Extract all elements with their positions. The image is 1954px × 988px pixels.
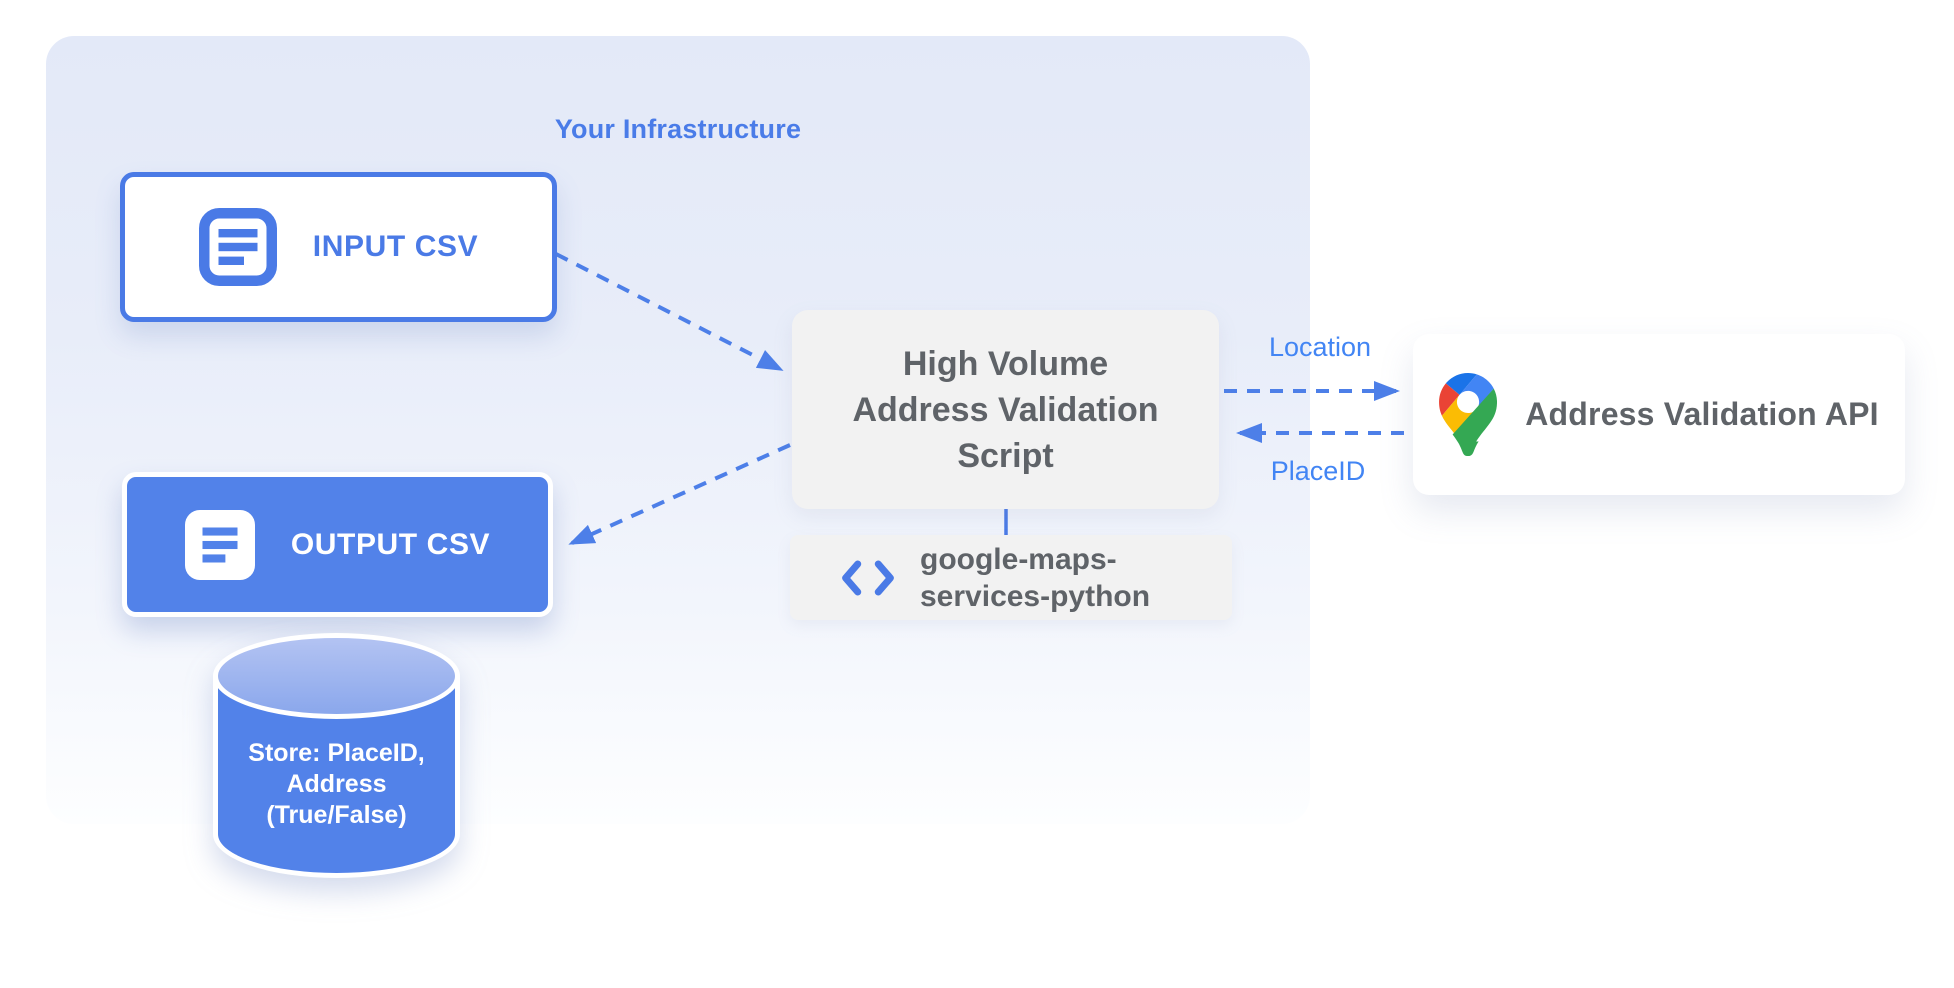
script-label: High Volume Address Validation Script xyxy=(852,344,1159,475)
output-csv-node: OUTPUT CSV xyxy=(122,472,553,617)
datastore-label: Store: PlaceID, Address (True/False) xyxy=(248,739,425,829)
cylinder-top xyxy=(213,633,460,719)
output-csv-label: OUTPUT CSV xyxy=(290,527,491,561)
infrastructure-title: Your Infrastructure xyxy=(554,114,802,144)
placeid-edge-label: PlaceID xyxy=(1270,456,1366,486)
api-node: Address Validation API xyxy=(1413,334,1905,495)
datastore-cylinder: Store: PlaceID, Address (True/False) xyxy=(213,633,460,878)
library-node: google-maps- services-python xyxy=(790,535,1232,620)
library-label: google-maps- services-python xyxy=(920,542,1151,613)
api-label: Address Validation API xyxy=(1525,396,1879,432)
input-csv-node: INPUT CSV xyxy=(120,172,557,322)
document-icon xyxy=(198,208,277,286)
script-node: High Volume Address Validation Script xyxy=(792,310,1219,509)
google-maps-pin-icon xyxy=(1439,373,1498,456)
location-edge-label: Location xyxy=(1268,332,1372,362)
input-csv-label: INPUT CSV xyxy=(312,230,479,263)
code-icon xyxy=(842,560,894,595)
document-icon xyxy=(184,509,255,580)
